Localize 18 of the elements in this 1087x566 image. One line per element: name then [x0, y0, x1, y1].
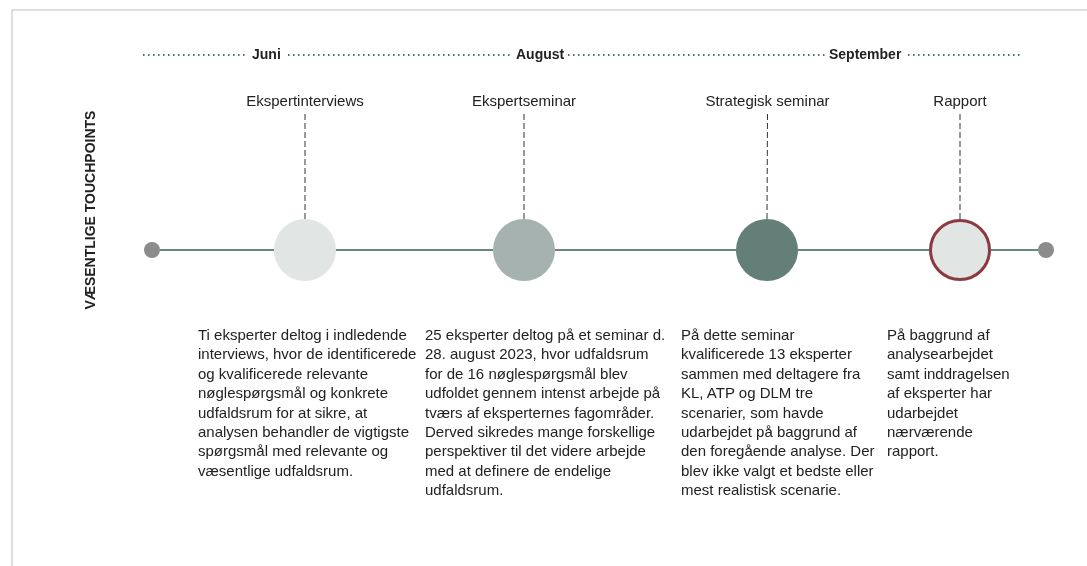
leader-line [766, 113, 768, 220]
section-label: VÆSENTLIGE TOUCHPOINTS [81, 110, 98, 310]
timeline-line [797, 249, 930, 251]
description-text: På baggrund af analysearbejdet samt inddragelsen af eksperter har udarbejdet nærværende rapport. [887, 325, 1011, 461]
timeline-line [990, 249, 1039, 251]
month-label: September [825, 46, 906, 62]
timeline-line [159, 249, 275, 251]
timeline-line [335, 249, 494, 251]
description-text: På dette seminar kvalificerede 13 eksperter sammen med deltagere fra KL, ATP og DLM tre scenarier, som havde udarbejdet på baggrund af den foregående analyse. Der blev ikke valgt et bedste eller mest realistisk scenarie. [681, 325, 876, 500]
timeline-line [554, 249, 737, 251]
leader-line [959, 113, 961, 220]
description-text: Ti eksperter deltog i indledende interviews, hvor de identificerede og kvalificerede relevante nøglespørgsmål og konkrete udfaldsrum for at sikre, at analysen behandler de vigtigste spørgsmål med relevante og væsentlige udfaldsrum. [198, 325, 418, 481]
endpoint-dot [144, 242, 160, 258]
leader-line [304, 113, 306, 220]
description-text: 25 eksperter deltog på et seminar d. 28. august 2023, hvor udfaldsrum for de 16 nøglespørgsmål blev udfoldet gennem intenst arbejde på tværs af eksperternes fagområder. Derved sikredes mange forskellige perspektiver til det videre arbejde med at definere de endelige udfaldsrum. [425, 325, 667, 500]
leader-line [523, 113, 525, 220]
month-label: Juni [248, 46, 285, 62]
endpoint-dot [1038, 242, 1054, 258]
